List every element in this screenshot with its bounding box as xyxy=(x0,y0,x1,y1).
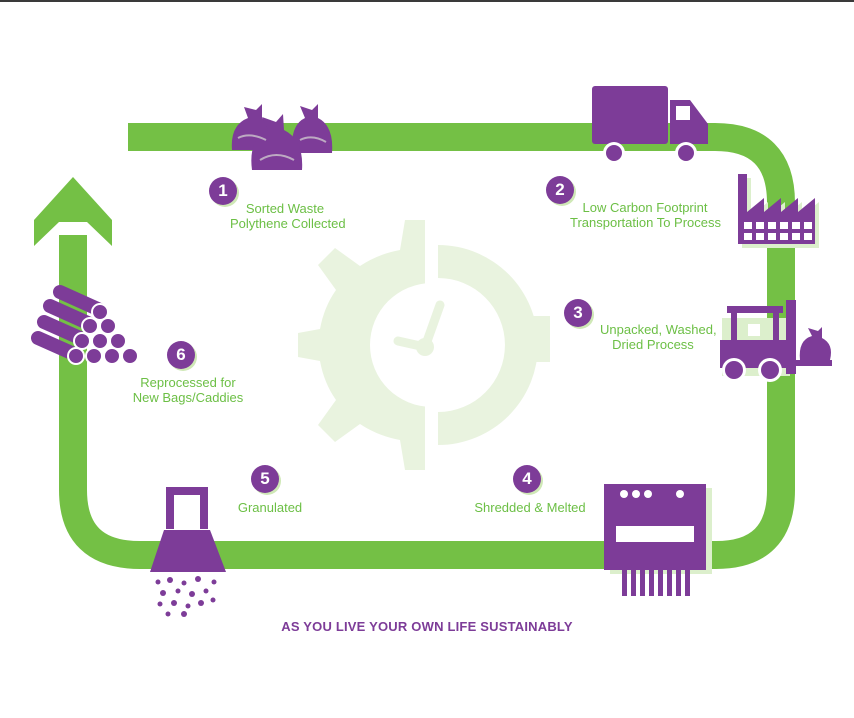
step-2-label: Low Carbon Footprint Transportation To P… xyxy=(570,200,722,230)
stacked-pipes-icon xyxy=(31,285,139,365)
step-4-label: Shredded & Melted xyxy=(470,500,590,515)
step-1-label-line1: Sorted Waste xyxy=(245,201,325,216)
tagline: AS YOU LIVE YOUR OWN LIFE SUSTAINABLY xyxy=(281,619,573,634)
forklift-icon xyxy=(720,300,832,382)
process-loop-path xyxy=(59,123,795,569)
top-rule xyxy=(0,0,854,2)
step-3-label-line2: Dried Process xyxy=(612,337,694,352)
truck-icon xyxy=(592,86,708,164)
step-2-badge: 2 xyxy=(546,176,574,204)
factory-icon xyxy=(738,174,819,248)
step-6-label-line1: Reprocessed for xyxy=(140,375,236,390)
step-1-badge: 1 xyxy=(209,177,237,205)
up-arrow-icon xyxy=(34,177,112,246)
step-2-label-line1: Low Carbon Footprint xyxy=(582,200,708,215)
step-6-badge: 6 xyxy=(167,341,195,369)
step-3-label-line1: Unpacked, Washed, xyxy=(600,322,717,337)
gear-clock-icon xyxy=(298,220,550,470)
step-1-label-line2: Polythene Collected xyxy=(230,216,346,231)
step-3-badge: 3 xyxy=(564,299,592,327)
granulator-hopper-icon xyxy=(150,487,226,617)
step-6-label: Reprocessed for New Bags/Caddies xyxy=(128,375,248,405)
step-4-badge: 4 xyxy=(513,465,541,493)
step-5-label-line1: Granulated xyxy=(237,500,303,515)
shredder-icon xyxy=(604,484,712,596)
step-3-label: Unpacked, Washed, Dried Process xyxy=(600,322,717,352)
step-1-label: Sorted Waste Polythene Collected xyxy=(230,201,346,231)
step-5-label: Granulated xyxy=(230,500,310,515)
step-5-badge: 5 xyxy=(251,465,279,493)
step-4-label-line1: Shredded & Melted xyxy=(474,500,586,515)
rubbish-bags-icon xyxy=(231,104,333,170)
step-2-label-line2: Transportation To Process xyxy=(570,215,722,230)
step-6-label-line2: New Bags/Caddies xyxy=(132,390,244,405)
